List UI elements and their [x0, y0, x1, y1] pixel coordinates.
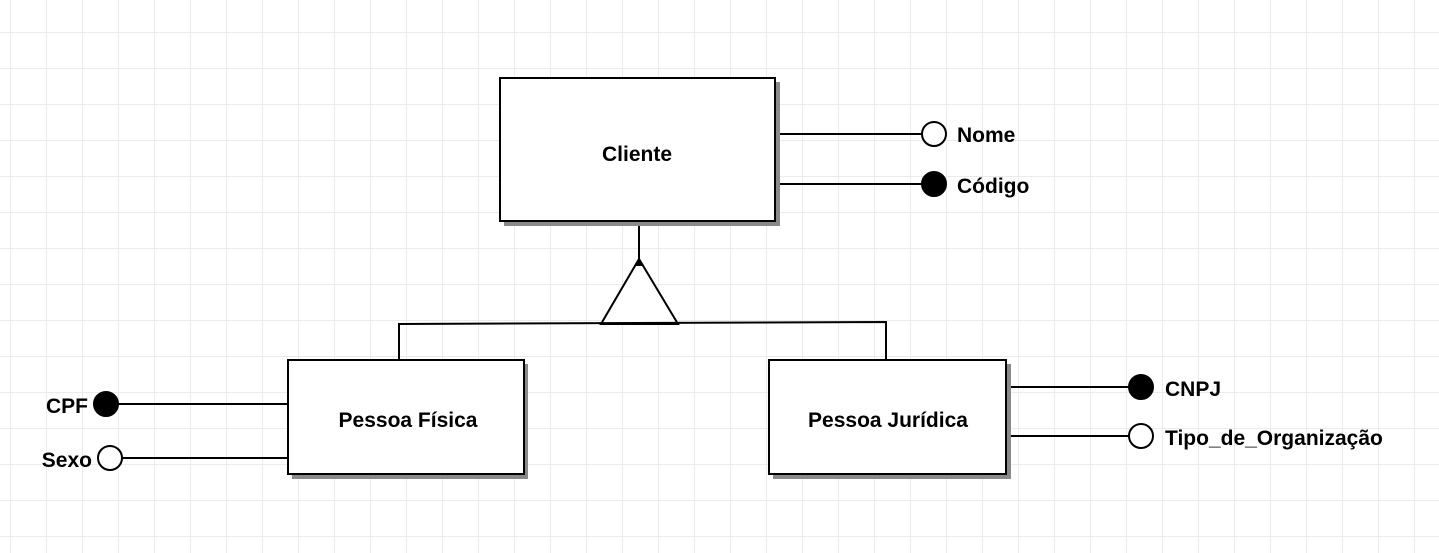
- attr-tipo-organizacao-label: Tipo_de_Organização: [1165, 427, 1383, 450]
- specialization-symbol: [398, 226, 887, 360]
- entity-pessoa-juridica-box: [768, 359, 1007, 475]
- attr-codigo-label: Código: [957, 175, 1029, 198]
- attr-cpf-label: CPF: [46, 395, 88, 418]
- specialization-triangle: [599, 257, 680, 325]
- attr-cnpj-label: CNPJ: [1165, 378, 1221, 401]
- attr-sexo-label: Sexo: [42, 449, 92, 472]
- attr-tipo-organizacao-marker[interactable]: [1128, 423, 1154, 449]
- entity-pessoa-fisica-box: [287, 359, 525, 475]
- specialization-bar: [398, 320, 887, 360]
- entity-pessoa-juridica[interactable]: Pessoa Jurídica: [768, 359, 1011, 479]
- attr-nome-marker[interactable]: [921, 121, 947, 147]
- specialization-tip: [635, 258, 643, 266]
- entity-cliente-label: Cliente: [602, 143, 672, 166]
- attr-nome-label: Nome: [957, 124, 1015, 147]
- attr-cnpj-marker[interactable]: [1128, 374, 1154, 400]
- entity-cliente-box: [499, 77, 776, 222]
- attr-sexo-marker[interactable]: [97, 445, 123, 471]
- attr-codigo-marker[interactable]: [921, 171, 947, 197]
- entity-cliente[interactable]: Cliente: [499, 77, 780, 226]
- entity-pessoa-fisica-label: Pessoa Física: [339, 409, 478, 432]
- entity-pessoa-juridica-label: Pessoa Jurídica: [808, 409, 968, 432]
- entity-pessoa-fisica[interactable]: Pessoa Física: [287, 359, 528, 479]
- attr-cpf-marker[interactable]: [93, 391, 119, 417]
